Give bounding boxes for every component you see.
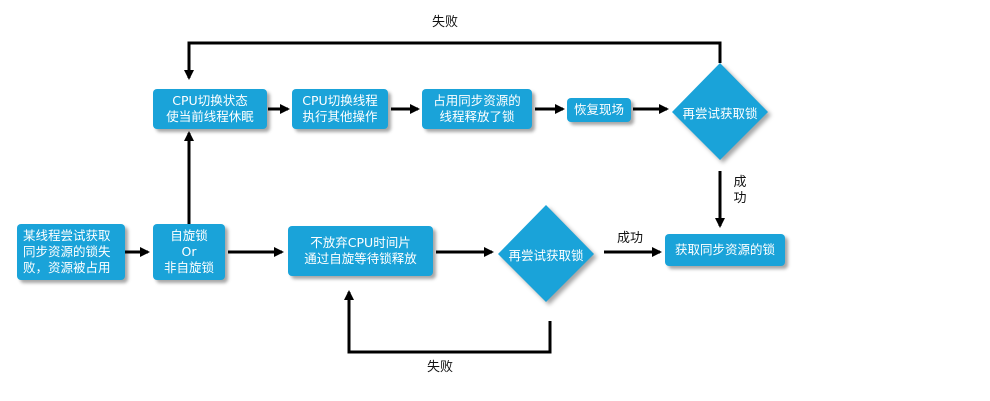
start-node: 某线程尝试获取 同步资源的锁失 败，资源被占用	[17, 224, 125, 280]
retry-top-label: 再尝试获取锁	[682, 105, 758, 121]
success-vertical-label: 成 功	[733, 175, 747, 206]
fail-bottom-label: 失败	[426, 360, 453, 375]
restore-context-node: 恢复现场	[567, 98, 631, 122]
retry-bottom-diamond	[498, 205, 594, 302]
success-horizontal-label: 成功	[616, 231, 643, 246]
cpu-switch-state-node: CPU切换状态 使当前线程休眠	[153, 89, 267, 129]
retry-bottom-label: 再尝试获取锁	[508, 247, 584, 263]
fail-loop-top-arrow	[184, 41, 722, 80]
cpu-switch-thread-node: CPU切换线程 执行其他操作	[292, 89, 388, 129]
fail-loop-bottom-arrow	[344, 290, 552, 354]
spin-decision-node: 自旋锁 Or 非自旋锁	[153, 224, 225, 280]
holder-release-node: 占用同步资源的 线程释放了锁	[422, 89, 532, 129]
spin-wait-node: 不放弃CPU时间片 通过自旋等待锁释放	[288, 226, 433, 276]
fail-top-label: 失败	[431, 15, 458, 30]
acquire-lock-node: 获取同步资源的锁	[665, 234, 785, 266]
retry-top-diamond	[672, 63, 768, 160]
